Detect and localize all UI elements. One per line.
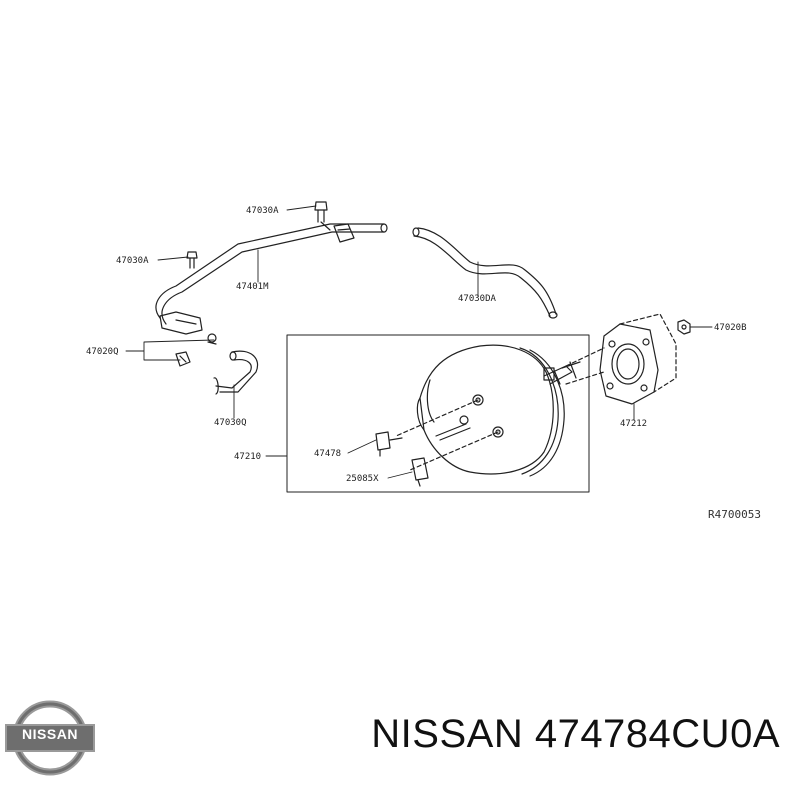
clip-47020Q	[175, 351, 191, 367]
diagram-reference: R4700053	[708, 508, 761, 521]
logo-lettering: NISSAN	[22, 726, 78, 742]
hose-47030Q	[213, 350, 259, 395]
brake-booster	[416, 344, 581, 477]
label-47401M: 47401M	[236, 282, 269, 292]
label-47030DA: 47030DA	[458, 294, 497, 304]
bolt-47030A-left	[186, 251, 198, 269]
part-labels: 47030A 47030A 47401M 47030DA 47020Q 4703…	[86, 206, 761, 521]
nissan-logo-icon: NISSAN	[4, 698, 96, 778]
assembly-frame-47210	[286, 334, 590, 493]
label-25085X: 25085X	[346, 474, 379, 484]
label-47210: 47210	[234, 452, 261, 462]
hose-47030DA	[412, 227, 558, 319]
label-47020B: 47020B	[714, 323, 747, 333]
gasket-47212	[395, 313, 677, 471]
bolt-47030A-top	[314, 201, 331, 231]
label-47030A-top: 47030A	[246, 206, 279, 216]
logo-emblem	[5, 700, 95, 776]
product-caption: NISSAN 474784CU0A	[371, 712, 780, 756]
vacuum-pipe-47401M	[155, 223, 388, 345]
label-47030A-left: 47030A	[116, 256, 149, 266]
grommet-25085X	[411, 457, 429, 487]
label-47030Q: 47030Q	[214, 418, 247, 428]
check-valve-47478	[375, 431, 403, 457]
nut-47020B	[677, 319, 691, 335]
label-47212: 47212	[620, 419, 647, 429]
label-47020Q: 47020Q	[86, 347, 119, 357]
label-47478: 47478	[314, 449, 341, 459]
leader-lines	[125, 205, 713, 479]
